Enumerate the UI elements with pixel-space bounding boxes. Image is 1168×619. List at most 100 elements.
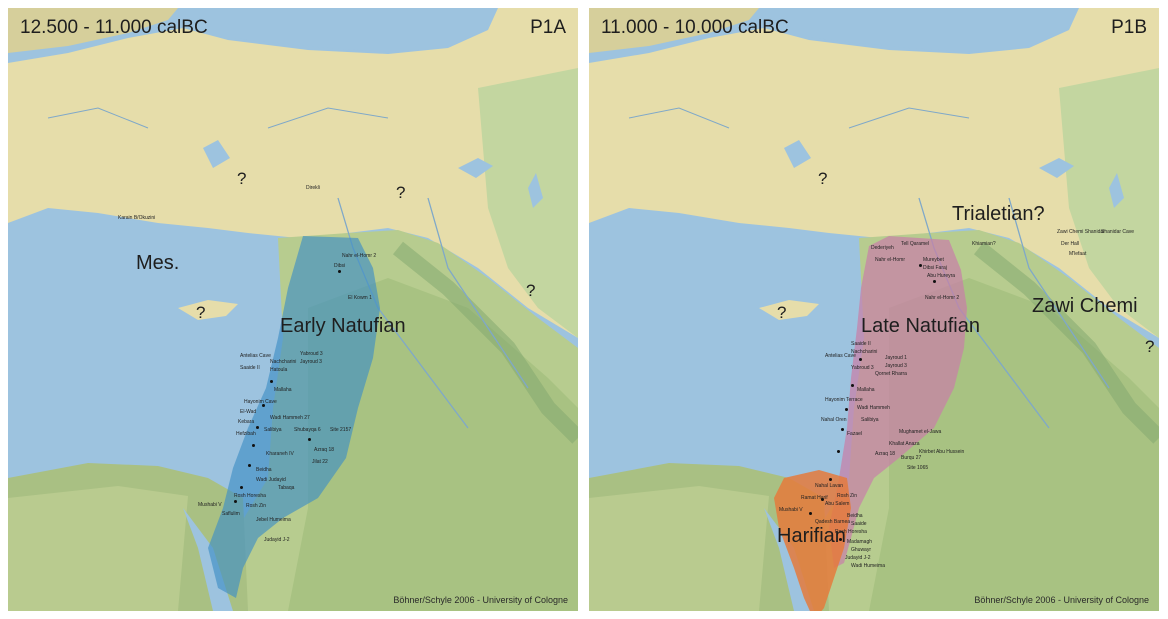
site-label: Rosh Zin xyxy=(246,503,267,509)
site-marker xyxy=(845,408,848,411)
site-label: Madamagh xyxy=(847,539,873,545)
site-label: Abu Hureyra xyxy=(927,273,956,279)
site-label: Wadi Humeima xyxy=(851,563,885,569)
site-label: Saaide II xyxy=(851,341,871,347)
site-label: Nahal Lavan xyxy=(815,483,844,489)
site-label: Hatoula xyxy=(270,367,288,373)
site-label: Hayonim Terrace xyxy=(825,397,863,403)
site-label: Dederiyeh xyxy=(871,245,894,251)
site-marker xyxy=(262,404,265,407)
site-label: Dibsi xyxy=(334,263,346,269)
site-label: Site 1065 xyxy=(907,465,929,471)
site-label: M'lefaat xyxy=(1069,251,1087,257)
site-marker xyxy=(821,498,824,501)
site-label: Khallat Anaza xyxy=(889,441,920,447)
site-label: Yabroud 3 xyxy=(300,351,323,357)
site-marker xyxy=(859,358,862,361)
site-label: Jilat 22 xyxy=(312,459,328,465)
unknown-marker: ? xyxy=(1145,337,1155,356)
site-label: Shanidar Cave xyxy=(1101,229,1135,235)
site-marker xyxy=(256,426,259,429)
phase-code: P1B xyxy=(1111,17,1147,38)
site-marker xyxy=(270,380,273,383)
site-label: Mughamet el-Jawa xyxy=(899,429,942,435)
site-label: Direkli xyxy=(306,185,320,191)
site-label: Kharaneh IV xyxy=(266,451,294,457)
site-label: Qadesh Barnea xyxy=(815,519,851,525)
culture-label-zawi-chemi: Zawi Chemi xyxy=(1032,295,1138,317)
site-marker xyxy=(933,280,936,283)
site-marker xyxy=(240,486,243,489)
site-label: Rosh Horesha xyxy=(234,493,266,499)
map-panel-p1b: 11.000 - 10.000 calBC P1B Trialetian? La… xyxy=(589,8,1159,611)
site-label: Nahal Oren xyxy=(821,417,847,423)
site-label: Salibiya xyxy=(861,417,879,423)
site-label: Dibsi Faraj xyxy=(923,265,947,271)
site-label: El-Wad xyxy=(240,409,257,415)
site-label: Nachcharini xyxy=(851,349,878,355)
culture-label-late-natufian: Late Natufian xyxy=(861,315,980,337)
unknown-marker: ? xyxy=(237,169,247,188)
site-marker xyxy=(837,450,840,453)
site-marker xyxy=(841,428,844,431)
site-label: Saaide xyxy=(851,521,867,527)
site-label: Beidha xyxy=(256,467,272,473)
late-natufian-region xyxy=(829,236,967,568)
site-label: Fazael xyxy=(847,431,863,437)
site-label: Nahr el-Homr xyxy=(875,257,906,263)
site-label: Der Hall xyxy=(1061,241,1080,247)
site-label: Jayroud 3 xyxy=(300,359,322,365)
site-label: Rosh Zin xyxy=(837,493,858,499)
site-marker xyxy=(839,538,842,541)
period-label: 11.000 - 10.000 calBC xyxy=(601,17,789,38)
site-label: Jayroud 3 xyxy=(885,363,907,369)
site-label: Azraq 18 xyxy=(314,447,335,453)
site-marker xyxy=(919,264,922,267)
site-label: Azraq 18 xyxy=(875,451,896,457)
unknown-marker: ? xyxy=(396,183,406,202)
site-marker xyxy=(234,500,237,503)
site-label: Mallaha xyxy=(857,387,875,393)
site-label: Kebara xyxy=(238,419,255,425)
site-label: Nahr el-Homr 2 xyxy=(925,295,960,301)
site-label: Tell Qaramel xyxy=(901,241,930,247)
site-label: Yabroud 3 xyxy=(851,365,874,371)
site-label: Beidha xyxy=(847,513,863,519)
site-label: Ghuwayr xyxy=(851,547,872,553)
site-marker xyxy=(851,384,854,387)
site-label: Antelias Cave xyxy=(240,353,271,359)
site-label: Shubayqa 6 xyxy=(294,427,321,433)
site-label: Mureybet xyxy=(923,257,944,263)
site-label: El Kowm 1 xyxy=(348,295,372,301)
culture-label-harifian: Harifian xyxy=(777,525,846,547)
early-natufian-region xyxy=(208,236,380,598)
site-label: Jebel Humeima xyxy=(256,517,291,523)
site-marker xyxy=(829,478,832,481)
unknown-marker: ? xyxy=(196,303,206,322)
site-label: Salibiya xyxy=(264,427,282,433)
site-label: Site 2157 xyxy=(330,427,352,433)
site-label: Hefzibah xyxy=(236,431,256,437)
site-label: Ramat Harif xyxy=(801,495,828,501)
site-label: Antelias Cave xyxy=(825,353,856,359)
site-label: Saaide II xyxy=(240,365,260,371)
harifian-region xyxy=(774,470,851,611)
phase-code: P1A xyxy=(530,17,566,38)
unknown-marker: ? xyxy=(526,281,536,300)
site-label: Nachcharini xyxy=(270,359,297,365)
site-label: Hayonim Cave xyxy=(244,399,277,405)
site-label: Abu Salem xyxy=(825,501,850,507)
site-label: Saflulim xyxy=(222,511,240,517)
site-label: Khiamian? xyxy=(972,241,996,247)
culture-label-mes: Mes. xyxy=(136,252,180,274)
culture-label-early-natufian: Early Natufian xyxy=(280,315,406,337)
site-label: Burqu 27 xyxy=(901,455,922,461)
site-label: Wadi Hammeh xyxy=(857,405,890,411)
site-label: Judayid J-2 xyxy=(845,555,871,561)
site-label: Karain B/Okuzini xyxy=(118,215,156,221)
site-marker xyxy=(308,438,311,441)
base-map xyxy=(8,8,578,611)
site-label: Jayroud 1 xyxy=(885,355,907,361)
map-panel-p1a: 12.500 - 11.000 calBC P1A Mes. Early Nat… xyxy=(8,8,578,611)
site-label: Qornet Rharra xyxy=(875,371,907,377)
